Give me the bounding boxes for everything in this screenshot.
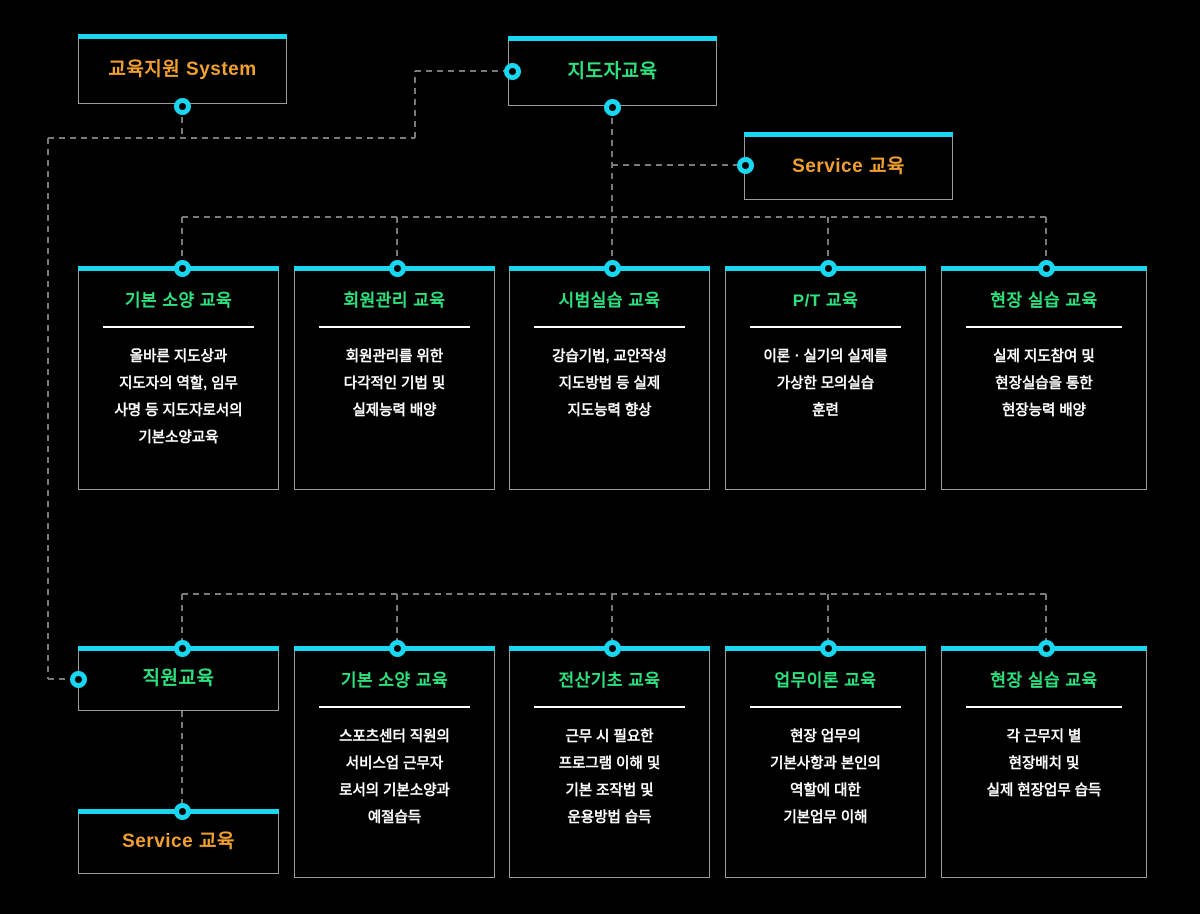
connector-dot-staff-left	[69, 670, 87, 688]
connector-dot-service-top-left	[736, 156, 754, 174]
divider	[319, 706, 470, 709]
node-root[interactable]: 교육지원 System	[78, 34, 287, 104]
connector-dot-leader-left	[503, 62, 521, 80]
connector-dot-card-leader-3	[819, 259, 837, 277]
card-title: 전산기초 교육	[558, 671, 661, 690]
node-service-training-top-label: Service 교육	[792, 155, 905, 177]
connector-dot-card-leader-0	[173, 259, 191, 277]
connector-dot-card-staff-2	[819, 639, 837, 657]
node-service-training-top[interactable]: Service 교육	[744, 132, 953, 200]
card-title: 시범실습 교육	[558, 291, 661, 310]
card-title: 현장 실습 교육	[990, 291, 1098, 310]
connector-dot-card-leader-2	[603, 259, 621, 277]
divider	[966, 326, 1122, 329]
node-service-training-bottom-label: Service 교육	[122, 831, 235, 853]
connector-dot-card-leader-4	[1037, 259, 1055, 277]
connector-dot-card-leader-1	[388, 259, 406, 277]
connector-dot-service-bottom-top	[173, 802, 191, 820]
connector-dot-staff-top	[173, 639, 191, 657]
node-service-training-bottom[interactable]: Service 교육	[78, 809, 279, 874]
node-leader-training-label: 지도자교육	[567, 60, 658, 82]
accent-bar	[508, 36, 717, 41]
connector-dot-card-staff-3	[1037, 639, 1055, 657]
node-leader-training[interactable]: 지도자교육	[508, 36, 717, 106]
connector-dot-root-bottom	[173, 97, 191, 115]
accent-bar	[78, 34, 287, 39]
node-root-label: 교육지원 System	[108, 58, 257, 80]
divider	[534, 326, 685, 329]
divider	[103, 326, 254, 329]
connector-dot-leader-bottom	[603, 98, 621, 116]
divider	[966, 706, 1122, 709]
card-title: 현장 실습 교육	[990, 671, 1098, 690]
card-title: 기본 소양 교육	[340, 671, 449, 690]
node-staff-training[interactable]: 직원교육	[78, 646, 279, 711]
node-staff-training-label: 직원교육	[142, 668, 215, 690]
divider	[750, 326, 901, 329]
divider	[319, 326, 470, 329]
connector-dot-card-staff-1	[603, 639, 621, 657]
card-title: 회원관리 교육	[343, 291, 446, 310]
card-title: P/T 교육	[792, 291, 859, 310]
card-title: 기본 소양 교육	[124, 291, 233, 310]
connector-dot-card-staff-0	[388, 639, 406, 657]
divider	[534, 706, 685, 709]
accent-bar	[744, 132, 953, 137]
card-title: 업무이론 교육	[774, 671, 877, 690]
divider	[750, 706, 901, 709]
